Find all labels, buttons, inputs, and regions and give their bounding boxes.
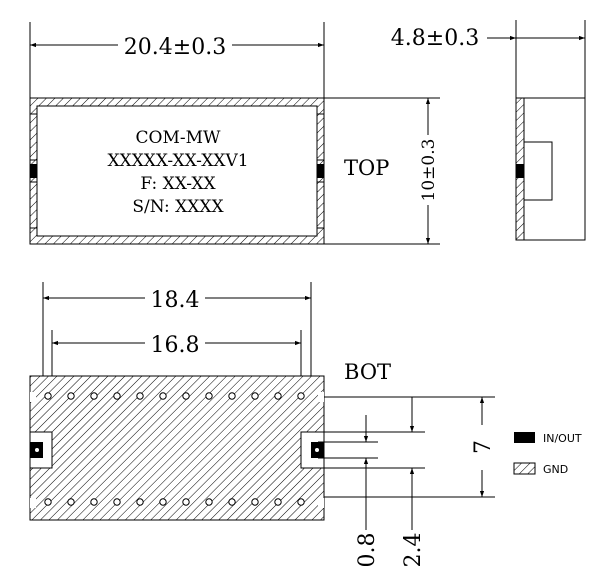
marking-line-4: S/N: XXXX <box>132 197 224 217</box>
bottom-view-label: BOT <box>344 360 391 384</box>
top-body-label-area <box>36 105 318 237</box>
top-right-pad <box>317 164 324 178</box>
bottom-view: 18.4 16.8 BOT <box>29 282 496 568</box>
pad-label: 0.8 <box>355 533 380 568</box>
via-row-bottom <box>44 498 305 506</box>
top-width-label: 20.4±0.3 <box>124 35 226 60</box>
top-height-label: 10±0.3 <box>419 139 439 202</box>
legend-gnd-swatch <box>513 462 536 475</box>
top-view-label: TOP <box>344 156 389 180</box>
legend-io-swatch <box>514 432 535 443</box>
bottom-inner-dimension: 16.8 <box>52 333 301 358</box>
legend-gnd-label: GND <box>543 463 568 476</box>
legend-item-gnd: GND <box>513 462 568 476</box>
top-height-dimension: 10±0.3 <box>419 98 439 244</box>
thickness-label: 4.8±0.3 <box>391 26 479 51</box>
bottom-ground-plane <box>29 375 325 521</box>
top-width-dimension: 20.4±0.3 <box>30 35 324 60</box>
legend-io-label: IN/OUT <box>543 432 582 445</box>
legend: IN/OUT GND <box>513 432 582 476</box>
legend-item-io: IN/OUT <box>514 432 582 445</box>
pad-dimension: 0.8 <box>355 415 380 568</box>
side-view: 4.8±0.3 <box>391 20 586 241</box>
bottom-outer-label: 18.4 <box>151 288 200 313</box>
pitch-dimension: 7 <box>471 397 496 497</box>
thickness-dimension: 4.8±0.3 <box>391 26 585 51</box>
top-left-pad <box>30 164 37 178</box>
top-view: 20.4±0.3 COM-MW XXXXX-XX-XXV1 F: XX-XX S… <box>29 22 440 245</box>
offset-dimension: 2.4 <box>401 397 426 568</box>
marking-line-3: F: XX-XX <box>140 174 216 194</box>
side-pad <box>516 164 524 178</box>
marking-line-2: XXXXX-XX-XXV1 <box>107 151 248 171</box>
offset-label: 2.4 <box>401 533 426 568</box>
bottom-inner-label: 16.8 <box>151 333 200 358</box>
marking-line-1: COM-MW <box>136 128 222 148</box>
via-row-top <box>44 392 305 400</box>
pitch-label: 7 <box>471 440 496 454</box>
side-component <box>523 141 553 201</box>
module-marking: COM-MW XXXXX-XX-XXV1 F: XX-XX S/N: XXXX <box>107 128 248 217</box>
bottom-outer-dimension: 18.4 <box>43 288 311 313</box>
